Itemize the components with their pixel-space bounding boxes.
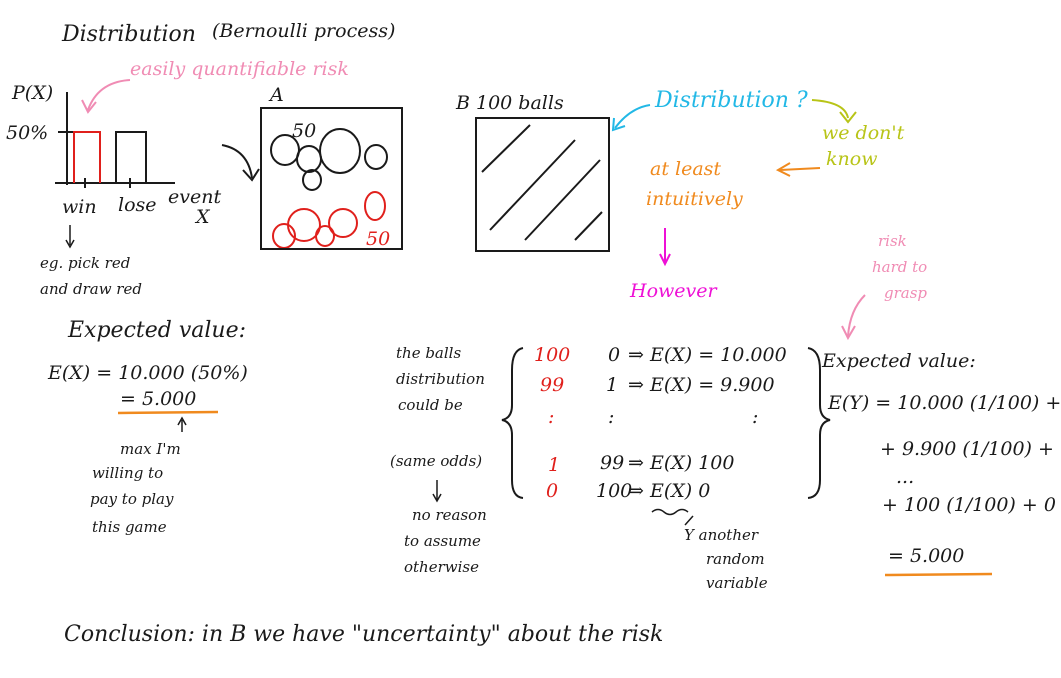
ev2-line-1: E(Y) = 10.000 (1/100) + bbox=[828, 392, 1061, 414]
row-0-red: 100 bbox=[534, 344, 571, 366]
y-note-1: Y another bbox=[684, 526, 759, 544]
row-2-black: : bbox=[608, 406, 615, 428]
ev2-line-3: ... bbox=[896, 466, 915, 488]
no-reason-3: otherwise bbox=[404, 558, 479, 576]
axis-y-label: P(X) bbox=[12, 82, 54, 104]
no-reason-1: no reason bbox=[412, 506, 487, 524]
urn-a-label: A bbox=[270, 84, 284, 106]
tick-50-label: 50% bbox=[6, 122, 49, 144]
ev2-heading: Expected value: bbox=[822, 350, 976, 372]
risk-hard-3: grasp bbox=[884, 284, 928, 302]
page-subtitle: (Bernoulli process) bbox=[212, 20, 396, 42]
risk-hard-1: risk bbox=[878, 232, 907, 250]
urn-a-red-balls bbox=[272, 191, 386, 249]
bar-lose-label: lose bbox=[118, 194, 157, 216]
row-3-black: 99 bbox=[600, 452, 625, 474]
urn-a-black-balls bbox=[270, 128, 388, 191]
balls-line-2: distribution bbox=[396, 370, 485, 388]
ev-heading: Expected value: bbox=[68, 318, 247, 343]
left-brace bbox=[501, 347, 524, 499]
y-note-3: variable bbox=[706, 574, 768, 592]
ev-note-3: pay to play bbox=[90, 490, 174, 508]
risk-hard-2: hard to bbox=[872, 258, 928, 276]
page-title: Distribution bbox=[62, 22, 196, 47]
bar-win bbox=[73, 131, 101, 183]
urn-b-box bbox=[475, 117, 610, 252]
ev-note-4: this game bbox=[92, 518, 167, 536]
row-4-red: 0 bbox=[546, 480, 559, 502]
row-2-expr: : bbox=[752, 406, 759, 428]
however-label: However bbox=[630, 280, 717, 302]
chart-to-urn-arrow bbox=[221, 144, 253, 179]
risk-arrow bbox=[87, 79, 131, 111]
urn-b-hatch bbox=[481, 124, 603, 241]
balls-line-1: the balls bbox=[396, 344, 462, 362]
ev-line-1: E(X) = 10.000 (50%) bbox=[48, 362, 248, 384]
distribution-question: Distribution ? bbox=[655, 88, 808, 113]
right-brace bbox=[807, 347, 831, 499]
urn-a-red-count: 50 bbox=[366, 228, 391, 250]
row-1-expr: ⇒ E(X) = 9.900 bbox=[628, 374, 775, 396]
bar-lose bbox=[115, 131, 147, 183]
underline-ev1 bbox=[117, 410, 219, 415]
y-note-2: random bbox=[706, 550, 765, 568]
axis-x-label: X bbox=[196, 206, 210, 228]
conclusion: Conclusion: in B we have "uncertainty" a… bbox=[64, 622, 664, 647]
risk-note: easily quantifiable risk bbox=[130, 58, 349, 80]
ev-line-2: = 5.000 bbox=[120, 388, 197, 410]
orange-arrow bbox=[779, 167, 821, 171]
row-4-black: 100 bbox=[596, 480, 633, 502]
risk-hard-arrow bbox=[847, 294, 866, 337]
urn-b-label: B 100 balls bbox=[456, 92, 564, 114]
cyan-arrow bbox=[614, 104, 651, 129]
row-1-red: 99 bbox=[540, 374, 565, 396]
intuitive-1: at least bbox=[650, 158, 722, 180]
olive-arrow bbox=[811, 99, 849, 119]
urn-a-box bbox=[260, 107, 403, 250]
we-dont-know-1: we don't bbox=[822, 122, 905, 144]
row-3-red: 1 bbox=[548, 454, 561, 476]
row-0-black: 0 bbox=[608, 344, 621, 366]
no-reason-2: to assume bbox=[404, 532, 481, 550]
row-2-red: : bbox=[548, 406, 555, 428]
urn-a-black-count: 50 bbox=[292, 120, 317, 142]
underline-ev2 bbox=[884, 572, 993, 577]
example-line-2: and draw red bbox=[40, 280, 142, 298]
ev-note-1: max I'm bbox=[120, 440, 181, 458]
ev-note-2: willing to bbox=[92, 464, 164, 482]
we-dont-know-2: know bbox=[826, 148, 878, 170]
ev2-line-4: + 100 (1/100) + 0 bbox=[882, 494, 1056, 516]
axis-event-label: event bbox=[168, 186, 222, 208]
balls-line-3: could be bbox=[398, 396, 463, 414]
balls-line-4: (same odds) bbox=[390, 452, 483, 470]
ev2-line-2: + 9.900 (1/100) + bbox=[880, 438, 1054, 460]
row-1-black: 1 bbox=[606, 374, 619, 396]
row-3-expr: ⇒ E(X) 100 bbox=[628, 452, 735, 474]
bar-win-label: win bbox=[62, 196, 97, 218]
row-4-expr: ⇒ E(X) 0 bbox=[628, 480, 711, 502]
ev2-result: = 5.000 bbox=[888, 545, 965, 567]
intuitive-2: intuitively bbox=[646, 188, 743, 210]
example-line-1: eg. pick red bbox=[40, 254, 131, 272]
row-0-expr: ⇒ E(X) = 10.000 bbox=[628, 344, 787, 366]
